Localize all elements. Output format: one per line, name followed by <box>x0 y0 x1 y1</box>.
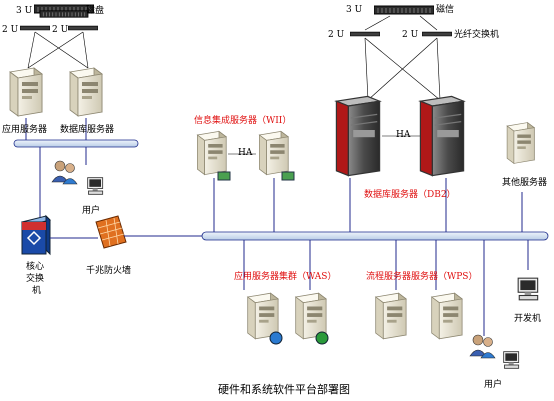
db2-server-1-icon <box>335 95 381 177</box>
was-server-1-icon <box>247 292 279 340</box>
fc-switch-label: 光纤交换机 <box>454 30 500 40</box>
left-disk-array-2-icon <box>39 10 89 18</box>
left-switch-u-a: 2 U <box>2 25 19 35</box>
db2-ha-label: HA <box>396 130 411 140</box>
other-server-icon <box>506 122 535 164</box>
right-disk-array-icon <box>374 5 434 15</box>
wii-server-1-icon <box>196 130 227 176</box>
was-globe-2-icon <box>315 331 329 345</box>
left-bus-links <box>25 118 87 218</box>
left-switch-u-b: 2 U <box>52 25 69 35</box>
right-fc-switch-b-icon <box>422 31 452 37</box>
top-users-icon <box>51 160 78 185</box>
firewall-label: 千兆防火墙 <box>86 266 132 276</box>
left-switch-a-icon <box>20 25 50 31</box>
right-cluster-links <box>364 15 441 101</box>
left-db-server-icon <box>69 67 103 117</box>
wps-server-2-icon <box>431 292 463 340</box>
core-switch-line1: 核心 <box>26 262 45 272</box>
was-bus-links <box>243 240 311 290</box>
wii-bus-links <box>213 178 275 232</box>
was-group-label: 应用服务器集群（WAS） <box>234 272 337 282</box>
right-switch-u-b: 2 U <box>402 30 419 40</box>
dev-machine-icon <box>517 277 539 301</box>
db2-bus-links <box>349 178 447 232</box>
right-storage-label: 磁信 <box>436 5 455 15</box>
left-storage-label: 磁盘 <box>86 6 105 16</box>
left-switch-b-icon <box>68 25 98 31</box>
other-server-label: 其他服务器 <box>502 178 548 188</box>
bottom-user-pc-icon <box>503 351 520 369</box>
wii-server-2-badge <box>281 171 295 181</box>
bottom-users-label: 用户 <box>484 380 503 390</box>
wii-group-label: 信息集成服务器（WII） <box>194 116 292 126</box>
wps-group-label: 流程服务器服务器（WPS） <box>366 272 478 282</box>
core-switch-line3: 机 <box>32 286 42 296</box>
db2-server-2-icon <box>419 95 465 177</box>
diagram-caption: 硬件和系统软件平台部署图 <box>218 383 350 396</box>
was-globe-1-icon <box>269 331 283 345</box>
bottom-users-icon <box>469 334 496 359</box>
top-users-label: 用户 <box>82 206 101 216</box>
right-fc-switch-a-icon <box>350 31 380 37</box>
dev-machine-label: 开发机 <box>514 314 542 324</box>
wii-ha-label: HA <box>238 148 253 158</box>
left-app-server-label: 应用服务器 <box>2 125 48 135</box>
db2-group-label: 数据库服务器（DB2） <box>364 190 456 200</box>
wii-server-1-badge <box>217 171 231 181</box>
core-switch-icon <box>21 214 51 256</box>
firewall-icon <box>95 215 127 249</box>
right-storage-u-label: 3 U <box>346 5 363 15</box>
left-app-server-icon <box>9 67 43 117</box>
left-cluster-bus <box>13 139 139 148</box>
left-storage-u-label: 3 U <box>16 6 33 16</box>
left-db-server-label: 数据库服务器 <box>60 125 115 135</box>
wps-server-1-icon <box>375 292 407 340</box>
right-switch-u-a: 2 U <box>328 30 345 40</box>
left-cluster-links <box>27 31 89 69</box>
wii-server-2-icon <box>258 130 289 176</box>
wps-bus-links <box>395 240 529 336</box>
main-network-bus <box>201 231 549 241</box>
top-user-pc-icon <box>87 177 104 195</box>
core-switch-line2: 交换 <box>26 274 45 284</box>
